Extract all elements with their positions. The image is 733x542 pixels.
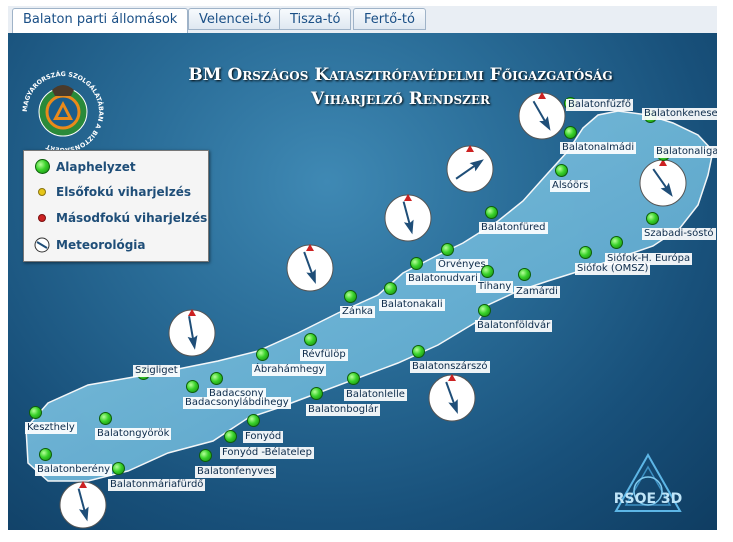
legend-item-masodfoku: Másodfokú viharjelzés [32, 211, 207, 225]
green-dot-icon [34, 159, 50, 174]
station-dot-orvenyes[interactable] [441, 243, 454, 256]
legend-item-elsofoku: Elsőfokú viharjelzés [32, 185, 191, 199]
station-label-balatonfoldvar[interactable]: Balatonföldvár [475, 320, 553, 332]
rsoe-3d-logo: RSOE 3D [608, 452, 688, 523]
station-label-balatonfenyves[interactable]: Balatonfenyves [195, 466, 277, 478]
station-label-balatonfuzfo[interactable]: Balatonfűzfő [566, 99, 634, 111]
legend-panel: Alaphelyzet Elsőfokú viharjelzés Másodfo… [23, 150, 209, 262]
wind-compass-alsoors[interactable] [445, 144, 495, 194]
station-dot-balatonboglar[interactable] [310, 387, 323, 400]
station-label-szabadi-sosto[interactable]: Szabadi-sóstó [642, 228, 716, 240]
station-label-abrahamhegy[interactable]: Ábrahámhegy [252, 364, 327, 376]
station-dot-balatonszarszo[interactable] [412, 345, 425, 358]
wind-compass-zanka[interactable] [285, 243, 335, 293]
station-dot-balatonakali[interactable] [384, 282, 397, 295]
station-tab-bar: Balaton parti állomások Velencei-tó Tisz… [8, 6, 717, 34]
station-dot-siofok-omsz[interactable] [579, 246, 592, 259]
station-dot-siofok-h-europa[interactable] [610, 236, 623, 249]
station-dot-balatonfured[interactable] [485, 206, 498, 219]
station-label-balatonmariafurdo[interactable]: Balatonmáriafürdő [108, 479, 206, 491]
wind-compass-balatonfured[interactable] [383, 193, 433, 243]
station-dot-balatonbereny[interactable] [39, 448, 52, 461]
station-dot-szabadi-sosto[interactable] [646, 212, 659, 225]
station-label-zanka[interactable]: Zánka [340, 306, 376, 318]
station-dot-fonyod[interactable] [247, 414, 260, 427]
station-dot-balatonfenyves[interactable] [199, 449, 212, 462]
station-dot-zanka[interactable] [344, 290, 357, 303]
station-label-badacsonylabdihegy[interactable]: Badacsonylábdihegy [183, 397, 291, 409]
katasztrofavedelem-logo: MAGYARORSZÁG SZOLGÁLATÁBAN A BIZTONSÁGÉR… [19, 68, 107, 156]
station-label-balatonalmadi[interactable]: Balatonalmádi [560, 142, 637, 154]
page-title-line1: BM Országos Katasztrófavédelmi Főigazgat… [188, 65, 613, 85]
wind-compass-balatonaliga[interactable] [638, 158, 688, 208]
station-label-balatonbereny[interactable]: Balatonberény [35, 464, 113, 476]
station-dot-revfulop[interactable] [304, 333, 317, 346]
station-dot-keszthely[interactable] [29, 406, 42, 419]
red-dot-icon [38, 214, 46, 222]
station-label-alsoors[interactable]: Alsóörs [550, 180, 591, 192]
yellow-dot-icon [38, 188, 46, 196]
station-dot-balatongyorok[interactable] [99, 412, 112, 425]
wind-compass-keszthely[interactable] [58, 480, 108, 530]
tab-tisza-to[interactable]: Tisza-tó [279, 8, 352, 30]
station-dot-tihany[interactable] [481, 265, 494, 278]
station-label-balatonfured[interactable]: Balatonfüred [479, 222, 548, 234]
tab-balaton-stations[interactable]: Balaton parti állomások [12, 8, 189, 34]
station-label-orvenyes[interactable]: Örvényes [436, 259, 488, 271]
station-label-zamardi[interactable]: Zamárdi [514, 286, 560, 298]
balaton-map: BM Országos Katasztrófavédelmi Főigazgat… [8, 33, 717, 530]
wind-compass-szigliget[interactable] [167, 308, 217, 358]
station-label-fonyod[interactable]: Fonyód [243, 431, 284, 443]
compass-icon [34, 237, 50, 253]
station-label-fonyod-belatelep[interactable]: Fonyód -Bélatelep [220, 447, 314, 459]
station-dot-balatonalmadi[interactable] [564, 126, 577, 139]
tab-ferto-to[interactable]: Fertő-tó [353, 8, 426, 30]
legend-label: Elsőfokú viharjelzés [56, 185, 191, 199]
station-label-keszthely[interactable]: Keszthely [25, 422, 77, 434]
legend-item-alaphelyzet: Alaphelyzet [32, 159, 136, 174]
wind-compass-balatonszarszo[interactable] [427, 373, 477, 423]
station-dot-fonyod-belatelep[interactable] [224, 430, 237, 443]
station-label-balatongyorok[interactable]: Balatongyörök [95, 428, 172, 440]
station-label-revfulop[interactable]: Révfülöp [300, 349, 348, 361]
station-label-siofok-h-europa[interactable]: Siófok-H. Európa [605, 253, 693, 265]
station-label-balatonkenese[interactable]: Balatonkenese [642, 108, 717, 120]
station-label-siofok-omsz[interactable]: Siófok (OMSZ) [575, 263, 651, 275]
station-dot-badacsonylabdihegy[interactable] [186, 380, 199, 393]
station-label-balatonlelle[interactable]: Balatonlelle [344, 389, 407, 401]
station-dot-balatonlelle[interactable] [347, 372, 360, 385]
station-label-balatonaliga[interactable]: Balatonaliga [654, 146, 717, 158]
legend-label: Másodfokú viharjelzés [56, 211, 208, 225]
station-label-balatonboglar[interactable]: Balatonboglár [306, 404, 381, 416]
station-label-balatonakali[interactable]: Balatonakali [379, 299, 445, 311]
station-dot-zamardi[interactable] [518, 268, 531, 281]
station-label-balatonszarszo[interactable]: Balatonszárszó [410, 361, 490, 373]
station-dot-balatonmariafurdo[interactable] [112, 462, 125, 475]
wind-compass-balatonfuzfo[interactable] [517, 91, 567, 141]
station-dot-alsoors[interactable] [555, 164, 568, 177]
station-dot-balatonfoldvar[interactable] [478, 304, 491, 317]
station-label-tihany[interactable]: Tihany [476, 281, 514, 293]
legend-item-meteorologia: Meteorológia [32, 237, 146, 253]
legend-label: Alaphelyzet [56, 159, 136, 174]
station-label-szigliget[interactable]: Szigliget [133, 365, 180, 377]
station-dot-abrahamhegy[interactable] [256, 348, 269, 361]
station-dot-balatonudvari[interactable] [410, 257, 423, 270]
station-dot-badacsony[interactable] [210, 372, 223, 385]
station-label-balatonudvari[interactable]: Balatonudvari [406, 273, 480, 285]
tab-velencei-to[interactable]: Velencei-tó [188, 8, 283, 30]
rsoe-logo-text: RSOE 3D [614, 491, 683, 507]
legend-label: Meteorológia [56, 238, 146, 252]
page-title-line2: Viharjelző Rendszer [310, 89, 490, 109]
